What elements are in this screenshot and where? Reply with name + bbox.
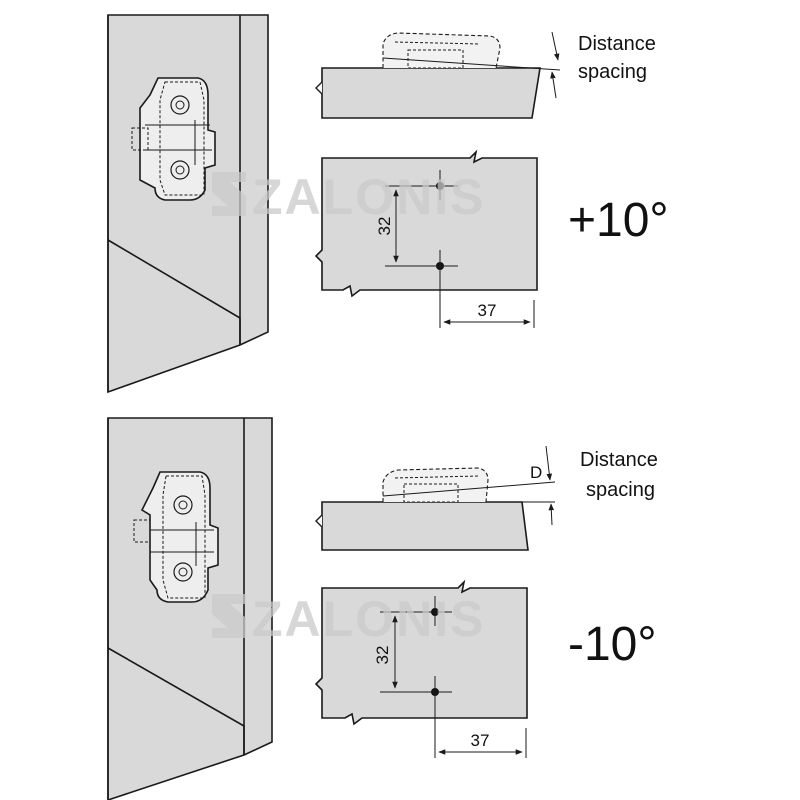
watermark-text: ZALONIS bbox=[252, 169, 485, 225]
screw-hole-icon bbox=[173, 562, 193, 582]
distance-label: Distance bbox=[578, 33, 656, 55]
screw-hole-icon bbox=[170, 95, 190, 115]
angle-label: +10° bbox=[568, 194, 669, 247]
drilling-plan-top bbox=[314, 149, 538, 328]
dimension-vertical-label: 32 bbox=[373, 646, 392, 665]
door-profile-top bbox=[315, 31, 561, 119]
distance-label: Distance bbox=[580, 449, 658, 471]
spacing-label: spacing bbox=[586, 479, 655, 501]
screw-hole-icon bbox=[173, 495, 193, 515]
drilling-plan-bottom bbox=[314, 579, 528, 758]
panel-top: Distance spacing 32 37 +10° ZALONIS bbox=[107, 14, 669, 394]
mounting-plate-bottom bbox=[133, 471, 219, 603]
d-marker-label: D bbox=[530, 463, 542, 482]
dimension-horizontal-label: 37 bbox=[471, 731, 490, 750]
door-profile-bottom bbox=[315, 445, 556, 551]
logo-icon bbox=[212, 594, 246, 638]
watermark-bottom: ZALONIS bbox=[212, 591, 485, 647]
panel-bottom: D Distance spacing 32 37 -10° ZALONIS bbox=[107, 417, 658, 800]
dimension-horizontal-label: 37 bbox=[478, 301, 497, 320]
mounting-plate-top bbox=[131, 77, 216, 201]
watermark-top: ZALONIS bbox=[212, 169, 485, 225]
spacing-label: spacing bbox=[578, 61, 647, 83]
screw-hole-icon bbox=[170, 160, 190, 180]
angle-label: -10° bbox=[568, 618, 657, 671]
watermark-text: ZALONIS bbox=[252, 591, 485, 647]
logo-icon bbox=[212, 172, 246, 216]
dimension-vertical-label: 32 bbox=[375, 217, 394, 236]
